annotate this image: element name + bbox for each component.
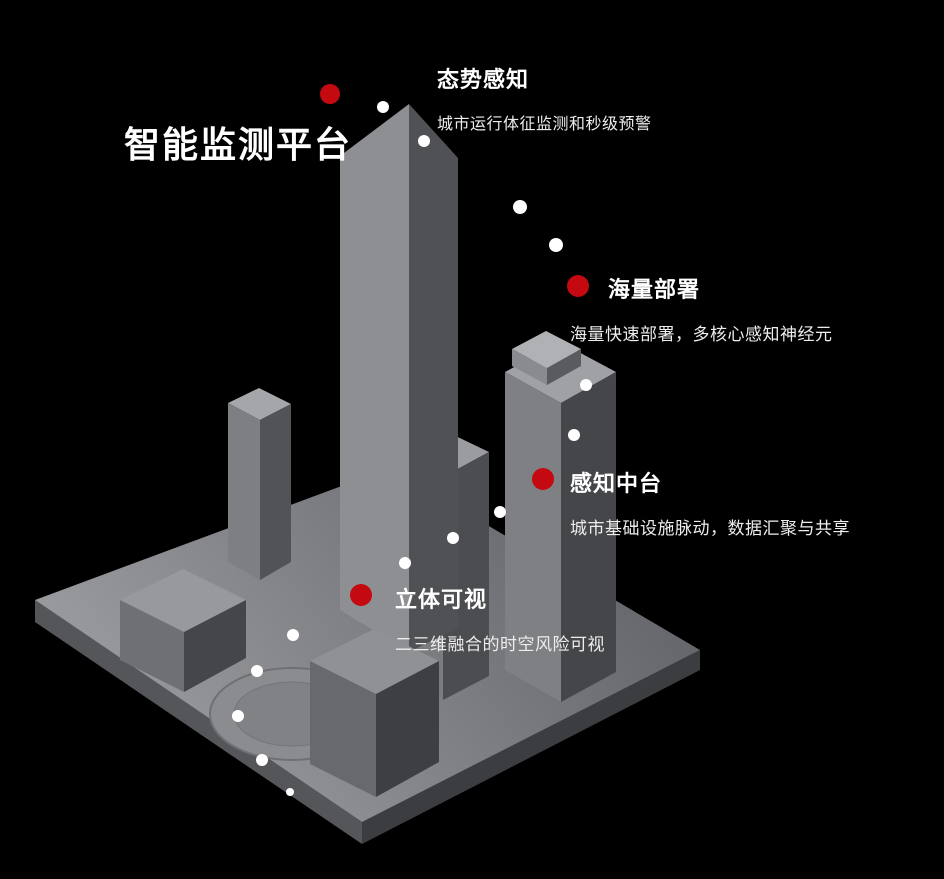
feature-situational-awareness: 态势感知 城市运行体征监测和秒级预警	[437, 62, 652, 134]
feature-title: 立体可视	[395, 587, 488, 612]
feature-title: 感知中台	[570, 471, 663, 496]
feature-mass-deployment: 海量部署 海量快速部署，多核心感知神经元	[567, 272, 833, 345]
page-title: 智能监测平台	[124, 124, 353, 165]
feature-stereo-visualization: 立体可视 二三维融合的时空风险可视	[350, 582, 605, 655]
feature-marker-dot	[350, 584, 372, 606]
tower-right-capped	[505, 331, 616, 702]
tower-central-wedge	[340, 104, 458, 652]
feature-marker-dot	[532, 468, 554, 490]
feature-marker-dot	[567, 275, 589, 297]
block-front	[310, 629, 439, 797]
feature-desc: 城市基础设施脉动，数据汇聚与共享	[570, 519, 850, 538]
feature-perception-middle-platform: 感知中台 城市基础设施脉动，数据汇聚与共享	[532, 466, 850, 539]
dot-trail	[232, 101, 592, 796]
feature-title: 海量部署	[608, 277, 701, 302]
block-left-low	[120, 569, 246, 692]
feature-desc: 海量快速部署，多核心感知神经元	[570, 325, 833, 344]
feature-desc: 城市运行体征监测和秒级预警	[437, 116, 652, 133]
feature-title: 态势感知	[437, 67, 530, 92]
tower-left-narrow	[228, 388, 291, 580]
title-marker-dot	[320, 84, 340, 104]
feature-desc: 二三维融合的时空风险可视	[395, 635, 605, 654]
